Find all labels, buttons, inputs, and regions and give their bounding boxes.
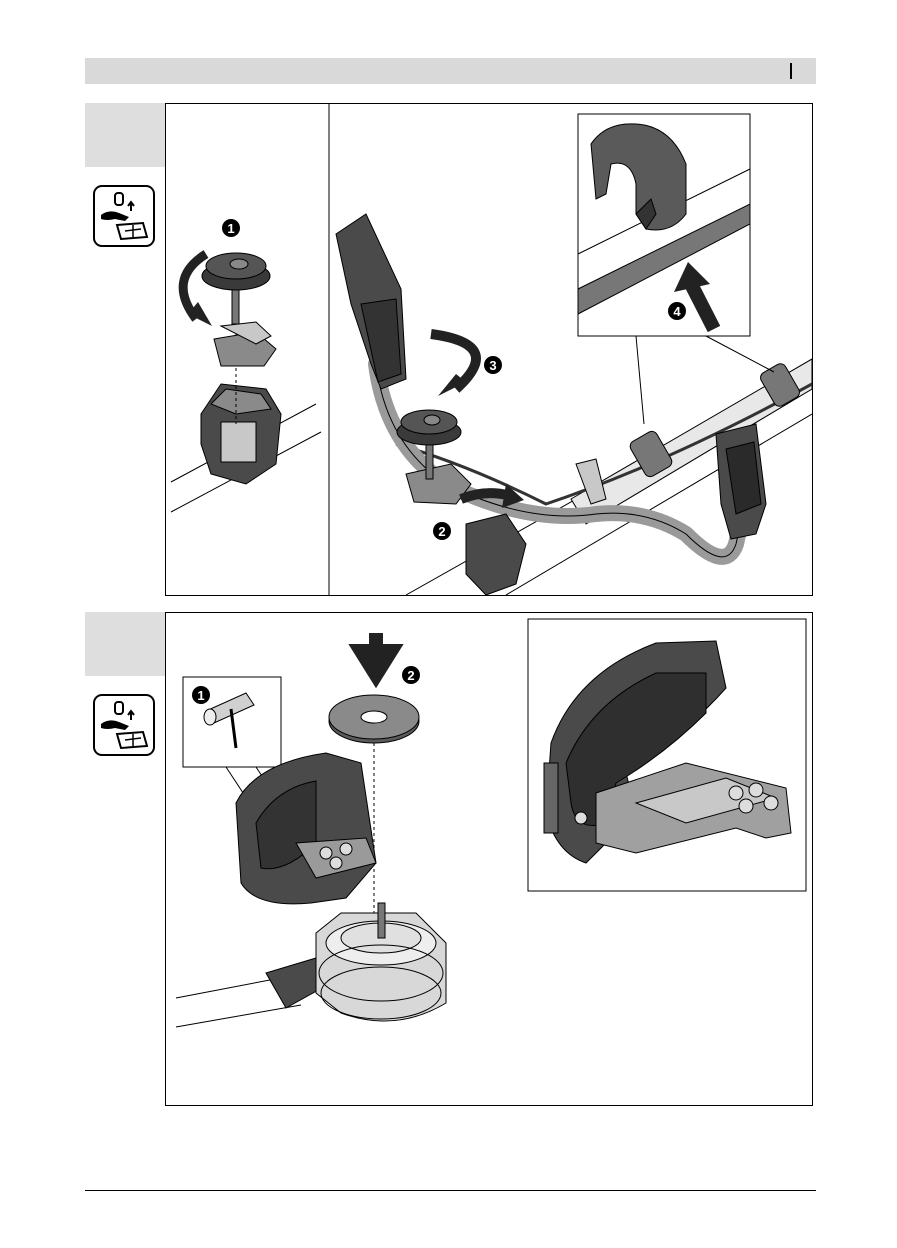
step-badge-4: 4 [668, 302, 686, 320]
figure-1-panel: 1 [165, 103, 813, 596]
figure-2-tab [85, 612, 165, 676]
svg-text:1: 1 [197, 688, 204, 703]
assembled-guard-detail [528, 619, 806, 891]
step-badge-1: 1 [222, 219, 240, 237]
svg-text:3: 3 [489, 358, 496, 373]
svg-text:1: 1 [227, 221, 234, 236]
step-badge-2: 2 [433, 522, 451, 540]
header-marker [790, 63, 792, 79]
page-footer-line [85, 1190, 816, 1191]
svg-text:2: 2 [407, 668, 414, 683]
read-manual-tool-icon [93, 185, 155, 247]
figure-1-tab [85, 103, 165, 167]
step-badge-2: 2 [402, 666, 420, 684]
svg-text:2: 2 [438, 524, 445, 539]
page-header-bar [85, 58, 816, 84]
step-badge-3: 3 [484, 356, 502, 374]
read-manual-tool-icon [93, 694, 155, 756]
grass-guard-and-motor-head [176, 753, 446, 1027]
figure-2-panel: 1 2 [165, 612, 813, 1106]
step-badge-1: 1 [192, 686, 210, 704]
clamp-detail-inset [578, 114, 774, 424]
clamp-assembly-exploded [171, 253, 321, 512]
svg-text:4: 4 [673, 304, 681, 319]
